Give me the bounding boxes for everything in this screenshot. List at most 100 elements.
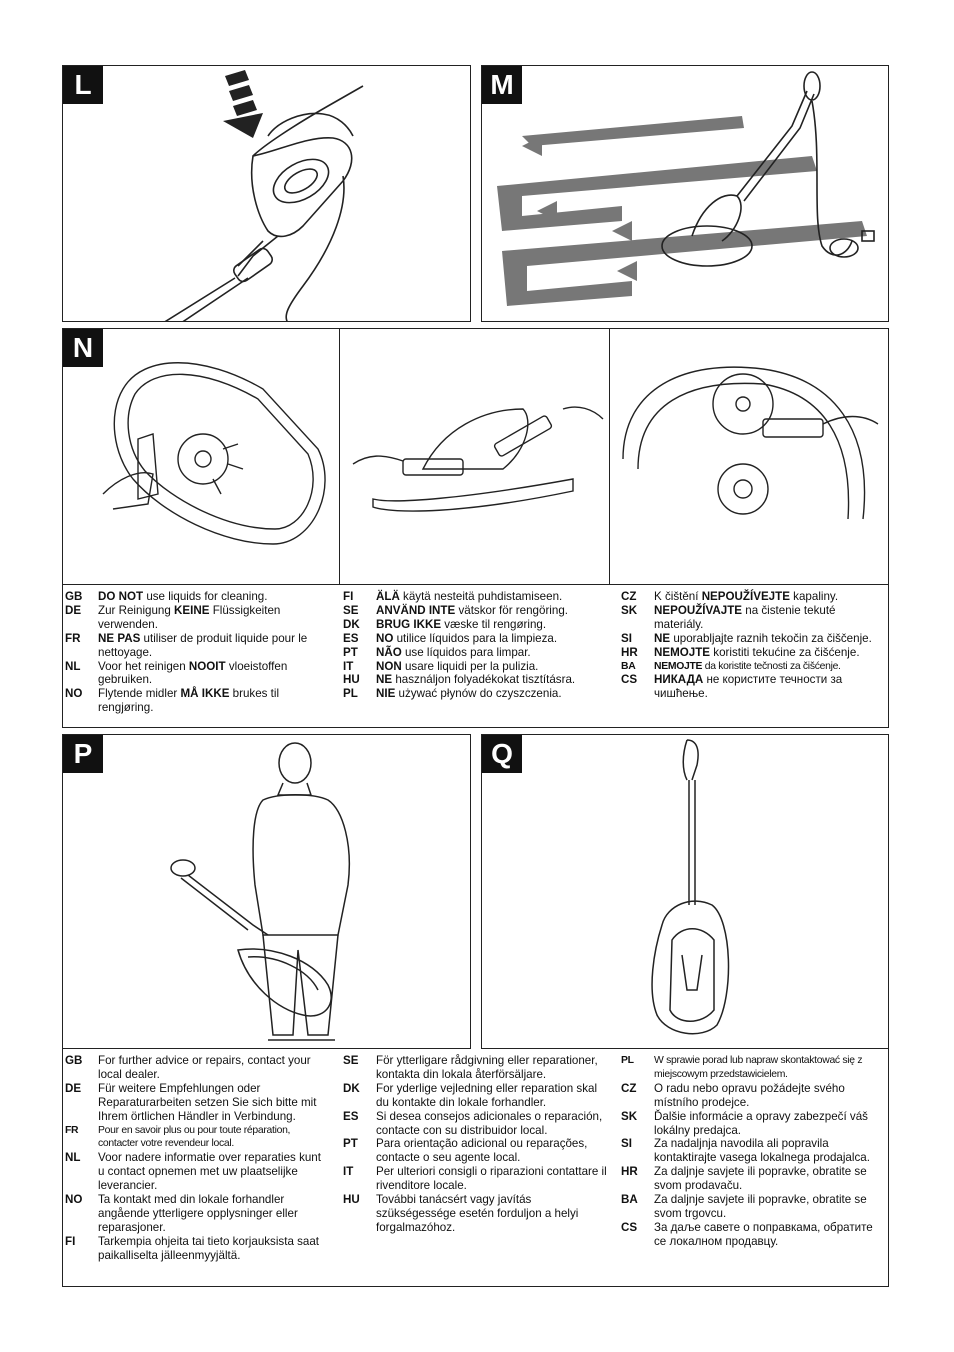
cleaning-row: CZ K čištění NEPOUŽÍVEJTE kapaliny.	[621, 590, 887, 604]
lang-code: NL	[65, 659, 81, 673]
lang-code: PT	[343, 1137, 358, 1151]
lang-code: FI	[65, 1234, 76, 1248]
panel-Q: Q	[481, 734, 889, 1049]
advice-text: Pour en savoir plus ou pour toute répara…	[98, 1124, 291, 1150]
lang-code: ES	[343, 631, 359, 645]
advice-text: Za daljnje savjete ili popravke, obratit…	[654, 1193, 867, 1220]
advice-col-2: SE För ytterligare rådgivning eller repar…	[343, 1054, 608, 1235]
advice-text: W sprawie porad lub napraw skontaktować …	[654, 1055, 863, 1080]
warning-text: DO NOT use liquids for cleaning.	[98, 590, 268, 603]
advice-row: DK For yderlige vejledning eller reparati…	[343, 1082, 608, 1110]
advice-text: For further advice or repairs, contact y…	[98, 1054, 311, 1081]
lang-code: PL	[343, 687, 358, 701]
cleaning-row: PL NIE używać płynów do czyszczenia.	[343, 687, 608, 701]
panel-P: P	[62, 734, 471, 1049]
illustration-carrying-mower	[170, 742, 351, 1041]
advice-text: Si desea consejos adicionales o reparaci…	[376, 1109, 603, 1137]
lang-code: DK	[343, 617, 360, 631]
advice-col-1: GB For further advice or repairs, contact…	[65, 1054, 330, 1263]
advice-text: További tanácsért vagy javítás szükséges…	[376, 1193, 579, 1234]
cleaning-row: DE Zur Reinigung KEINE Flüssigkeiten verw…	[65, 604, 330, 632]
advice-text: Ďalšie informácie a opravy zabezpečí váš…	[654, 1109, 868, 1137]
lang-code: NO	[65, 687, 83, 701]
panel-label-M: M	[482, 66, 522, 104]
warning-text: NEPOUŽÍVAJTE na čistenie tekuté materiál…	[654, 603, 836, 631]
warning-text: Zur Reinigung KEINE Flüssigkeiten verwen…	[98, 603, 281, 631]
warning-text: NIE używać płynów do czyszczenia.	[376, 687, 562, 701]
cleaning-warning-box: GB DO NOT use liquids for cleaning. DE Zur…	[62, 585, 889, 728]
cleaning-row: GB DO NOT use liquids for cleaning.	[65, 590, 330, 604]
warning-text: NEMOJTE koristiti tekućine za čišćenje.	[654, 645, 860, 659]
advice-text: Para orientação adicional ou reparações,…	[376, 1137, 588, 1165]
lang-code: SI	[621, 631, 632, 645]
lang-code: GB	[65, 590, 83, 603]
panel-N-divider-1	[339, 329, 340, 584]
advice-text: O radu nebo opravu požádejte svého místn…	[654, 1081, 845, 1109]
lang-code: HR	[621, 645, 638, 659]
advice-text: Za nadaljnja navodila ali popravila kont…	[654, 1137, 870, 1165]
illustration-storage-upright	[651, 739, 730, 1035]
warning-text: NE használjon folyadékokat tisztításra.	[376, 673, 576, 687]
panel-N: N	[62, 328, 889, 585]
lang-code: SE	[343, 603, 359, 617]
cleaning-row: NL Voor het reinigen NOOIT vloeistoffen g…	[65, 660, 330, 688]
panel-label-N: N	[63, 329, 103, 367]
panel-M: M	[481, 65, 889, 322]
advice-text: Voor nadere informatie over reparaties k…	[98, 1151, 321, 1193]
warning-text: Flytende midler MÅ IKKE brukes til rengj…	[98, 687, 280, 715]
illustration-cleaning-steps	[102, 362, 879, 545]
lang-code: HR	[621, 1165, 638, 1179]
warning-text: NEMOJTE da koristite tečnosti za čišćenj…	[654, 660, 841, 672]
lang-code: SK	[621, 603, 638, 617]
advice-row: SK Ďalšie informácie a opravy zabezpečí v…	[621, 1110, 887, 1138]
advice-row: HR Za daljnje savjete ili popravke, obrat…	[621, 1165, 887, 1193]
illustration-mowing-pattern	[497, 71, 875, 306]
warning-text: ANVÄND INTE vätskor för rengöring.	[376, 603, 569, 617]
cleaning-row: SE ANVÄND INTE vätskor för rengöring.	[343, 604, 608, 618]
lang-code: DE	[65, 603, 82, 617]
lang-code: SK	[621, 1109, 638, 1123]
advice-row: SE För ytterligare rådgivning eller repar…	[343, 1054, 608, 1082]
lang-code: IT	[343, 659, 354, 673]
advice-text: Za daljnje savjete ili popravke, obratit…	[654, 1165, 867, 1193]
warning-text: K čištění NEPOUŽÍVEJTE kapaliny.	[654, 590, 839, 603]
advice-text: Für weitere Empfehlungen oder Reparatura…	[98, 1081, 317, 1123]
cleaning-row: NO Flytende midler MÅ IKKE brukes til ren…	[65, 687, 330, 715]
advice-text: För ytterligare rådgivning eller reparat…	[376, 1054, 598, 1081]
lang-code: SE	[343, 1054, 359, 1067]
lang-code: NL	[65, 1151, 81, 1165]
lang-code: SI	[621, 1137, 632, 1151]
advice-text: За даље савете о поправкама, обратите се…	[654, 1220, 873, 1248]
advice-text: For yderlige vejledning eller reparation…	[376, 1081, 598, 1109]
lang-code: BA	[621, 1193, 638, 1207]
cleaning-row: ES NO utilice líquidos para la limpieza.	[343, 632, 608, 646]
cleaning-row: HR NEMOJTE koristiti tekućine za čišćenje…	[621, 646, 887, 660]
lang-code: GB	[65, 1054, 83, 1067]
advice-row: NL Voor nadere informatie over reparaties…	[65, 1151, 330, 1193]
advice-row: GB For further advice or repairs, contact…	[65, 1054, 330, 1082]
lang-code: CS	[621, 673, 638, 687]
warning-text: NÃO use líquidos para limpar.	[376, 645, 531, 659]
lang-code: CZ	[621, 1081, 637, 1095]
lang-code: CZ	[621, 590, 637, 603]
warning-text: NE PAS utiliser de produit liquide pour …	[98, 631, 308, 659]
warning-text: Voor het reinigen NOOIT vloeistoffen geb…	[98, 659, 288, 687]
warning-text: НИКАДА не користите течности за чишћење.	[654, 673, 843, 701]
lang-code: DK	[343, 1081, 360, 1095]
repair-advice-box: GB For further advice or repairs, contact…	[62, 1049, 889, 1287]
cleaning-row: CS НИКАДА не користите течности за чишћењ…	[621, 673, 887, 701]
lang-code: IT	[343, 1165, 354, 1179]
warning-text: NO utilice líquidos para la limpieza.	[376, 631, 558, 645]
